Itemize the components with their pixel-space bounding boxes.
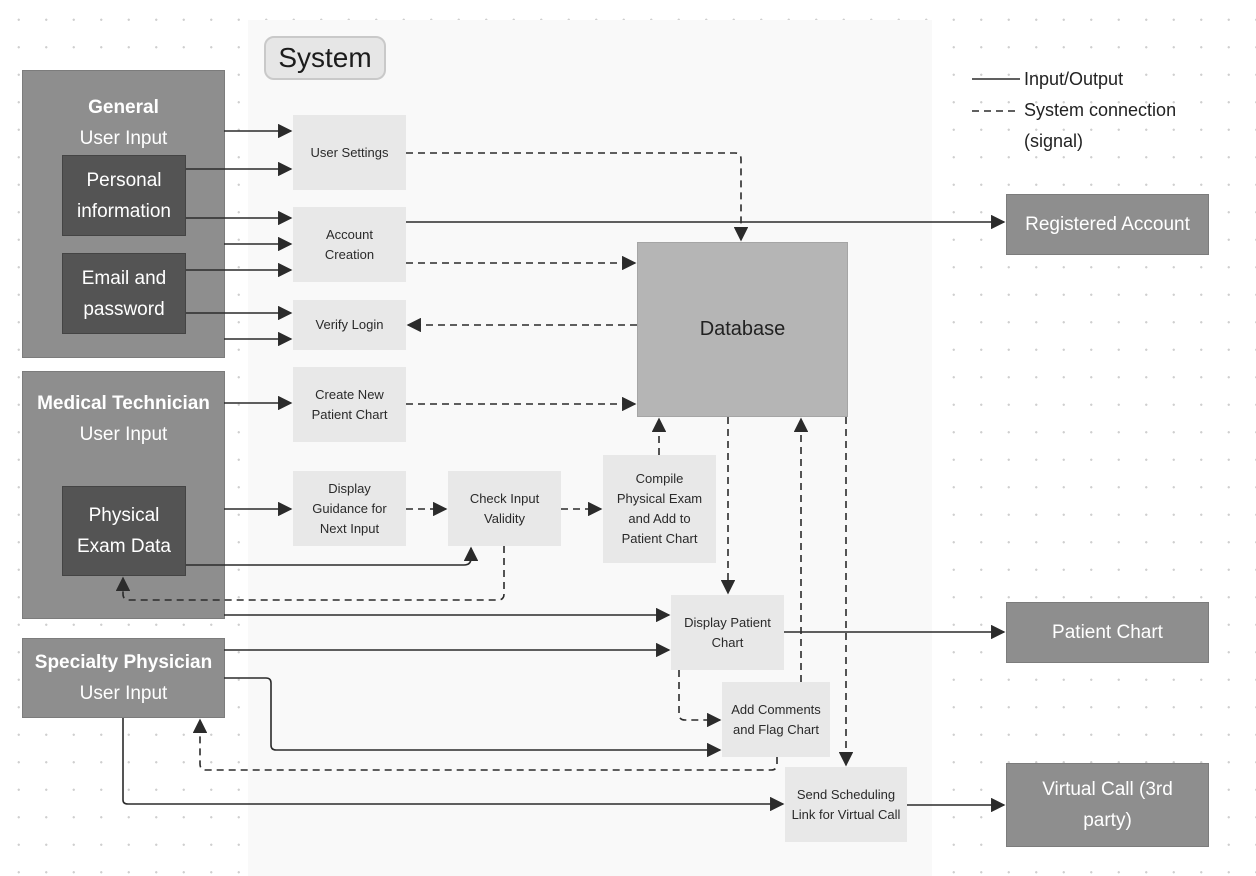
physical-exam-data-box[interactable]: Physical Exam Data: [62, 486, 186, 576]
output-patient-chart[interactable]: Patient Chart: [1006, 602, 1209, 663]
legend-dashed-label: System connection: [1024, 100, 1177, 120]
process-user-settings[interactable]: User Settings: [293, 115, 406, 190]
output-virtual-call[interactable]: Virtual Call (3rd party): [1006, 763, 1209, 847]
process-add-comments-flag[interactable]: Add Comments and Flag Chart: [722, 682, 830, 757]
process-check-input-validity[interactable]: Check Input Validity: [448, 471, 561, 546]
process-send-scheduling-link[interactable]: Send Scheduling Link for Virtual Call: [785, 767, 907, 842]
actor-subtitle: User Input: [79, 683, 168, 704]
process-create-patient-chart[interactable]: Create New Patient Chart: [293, 367, 406, 442]
process-display-guidance[interactable]: Display Guidance for Next Input: [293, 471, 406, 546]
actor-subtitle: User Input: [79, 424, 168, 445]
process-compile-physical-exam[interactable]: Compile Physical Exam and Add to Patient…: [603, 455, 716, 563]
system-label: System: [264, 36, 386, 80]
output-registered-account[interactable]: Registered Account: [1006, 194, 1209, 255]
process-display-patient-chart[interactable]: Display Patient Chart: [671, 595, 784, 670]
actor-title: Specialty Physician: [34, 652, 213, 673]
database[interactable]: Database: [637, 242, 848, 417]
email-password-box[interactable]: Email and password: [62, 253, 186, 334]
actor-subtitle: User Input: [79, 128, 168, 149]
legend-solid-label: Input/Output: [1024, 69, 1124, 89]
personal-information-box[interactable]: Personal information: [62, 155, 186, 236]
legend-dashed-label-2: (signal): [1024, 131, 1084, 151]
process-verify-login[interactable]: Verify Login: [293, 300, 406, 350]
process-account-creation[interactable]: Account Creation: [293, 207, 406, 282]
actor-specialty-physician[interactable]: Specialty Physician User Input: [22, 638, 225, 718]
actor-title: Medical Technician: [37, 393, 210, 414]
legend-line-samples: [972, 78, 1020, 112]
actor-title: General: [88, 97, 159, 118]
